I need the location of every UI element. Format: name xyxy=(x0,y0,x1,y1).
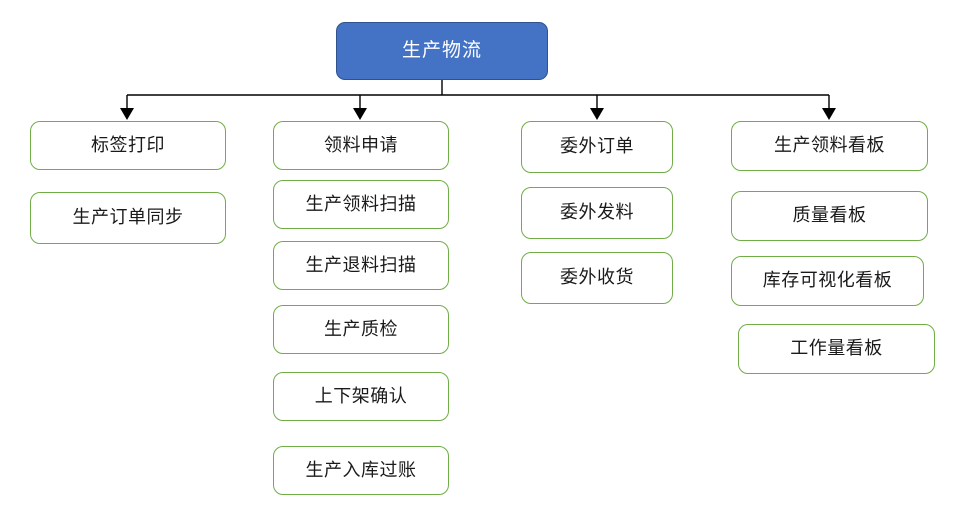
node-column-4-item-1[interactable]: 生产领料看板 xyxy=(731,121,928,171)
node-label: 生产领料扫描 xyxy=(305,193,417,214)
node-label: 标签打印 xyxy=(91,134,165,155)
node-label: 上下架确认 xyxy=(314,385,408,406)
node-label: 委外发料 xyxy=(560,202,634,223)
node-label: 生产领料看板 xyxy=(774,135,885,156)
node-label: 库存可视化看板 xyxy=(762,270,893,291)
node-column-4-item-4[interactable]: 工作量看板 xyxy=(738,324,935,374)
node-column-1-item-2[interactable]: 生产订单同步 xyxy=(30,192,226,244)
node-column-3-item-1[interactable]: 委外订单 xyxy=(521,121,673,173)
node-column-2-item-2[interactable]: 生产领料扫描 xyxy=(273,180,449,229)
node-label: 生产退料扫描 xyxy=(305,254,417,275)
root-node-label: 生产物流 xyxy=(401,39,482,61)
node-column-3-item-3[interactable]: 委外收货 xyxy=(521,252,673,304)
node-column-2-item-3[interactable]: 生产退料扫描 xyxy=(273,241,449,290)
node-column-2-item-4[interactable]: 生产质检 xyxy=(273,305,449,354)
connector-arrowhead-2 xyxy=(353,108,367,120)
node-label: 质量看板 xyxy=(792,205,867,226)
node-column-4-item-2[interactable]: 质量看板 xyxy=(731,191,928,241)
node-column-3-item-2[interactable]: 委外发料 xyxy=(521,187,673,239)
node-column-4-item-3[interactable]: 库存可视化看板 xyxy=(731,256,924,306)
node-label: 工作量看板 xyxy=(790,338,883,359)
connector-arrowhead-3 xyxy=(590,108,604,120)
node-column-2-item-1[interactable]: 领料申请 xyxy=(273,121,449,170)
node-column-1-item-1[interactable]: 标签打印 xyxy=(30,121,226,170)
node-label: 生产订单同步 xyxy=(72,207,184,228)
node-label: 生产入库过账 xyxy=(305,459,417,480)
connector-arrowhead-4 xyxy=(822,108,836,120)
node-label: 领料申请 xyxy=(324,134,398,155)
node-column-2-item-6[interactable]: 生产入库过账 xyxy=(273,446,449,495)
connector-arrowhead-1 xyxy=(120,108,134,120)
node-label: 委外收货 xyxy=(560,267,634,288)
node-label: 委外订单 xyxy=(560,136,634,157)
root-node-shengchan-wuliu[interactable]: 生产物流 xyxy=(336,22,548,80)
node-column-2-item-5[interactable]: 上下架确认 xyxy=(273,372,449,421)
node-label: 生产质检 xyxy=(324,318,398,339)
